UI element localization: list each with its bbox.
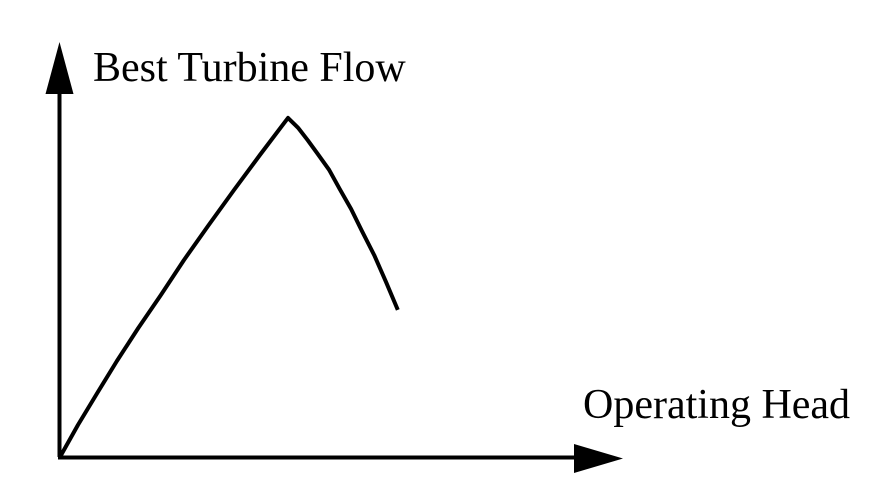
- x-axis-arrowhead-icon: [574, 444, 623, 473]
- x-axis-label: Operating Head: [583, 382, 850, 428]
- y-axis-arrowhead-icon: [45, 42, 74, 94]
- y-axis-label: Best Turbine Flow: [93, 45, 406, 91]
- flow-curve: [58, 115, 400, 458]
